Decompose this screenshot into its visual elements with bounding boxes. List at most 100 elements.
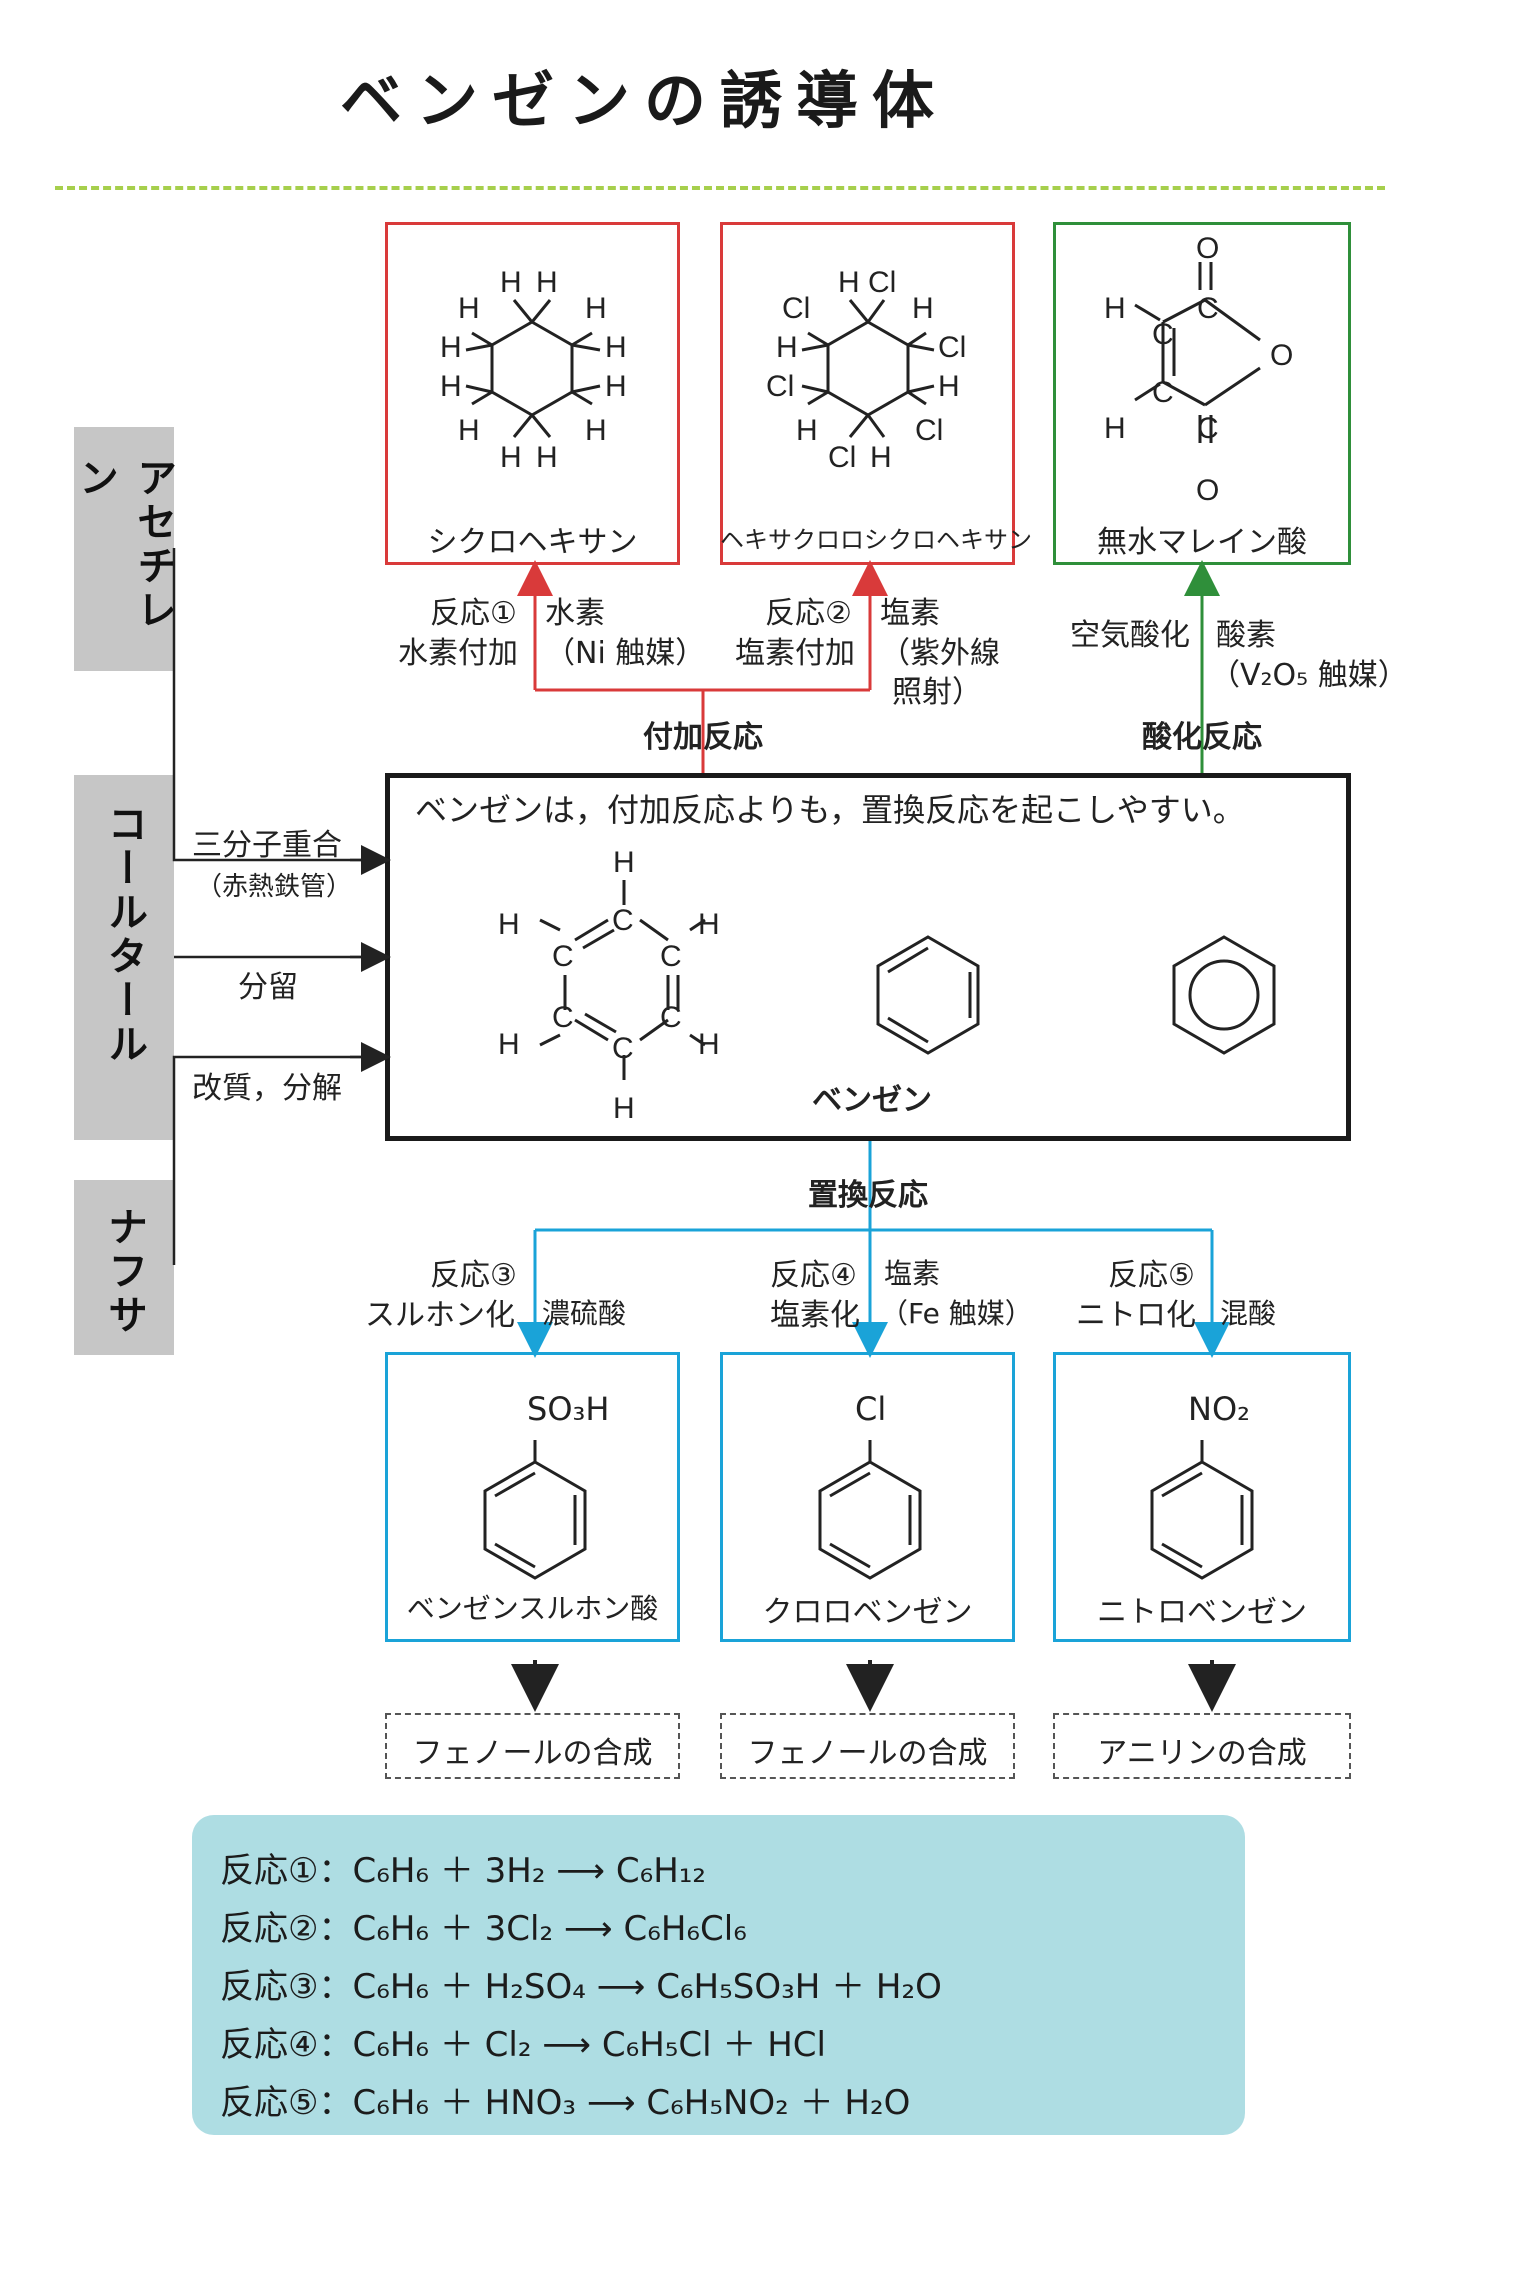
source-naphtha: ナフサ <box>74 1180 174 1355</box>
nitrobenzene-structure <box>1150 1440 1254 1580</box>
product-name-cyclohexane: シクロヘキサン <box>427 525 638 560</box>
source-acetylene-label: アセチレン <box>72 457 176 633</box>
svg-text:H: H <box>498 908 520 941</box>
svg-text:C: C <box>612 904 634 937</box>
equation-panel <box>192 1815 1245 2135</box>
svg-text:H: H <box>536 266 558 299</box>
svg-text:C: C <box>660 940 682 973</box>
svg-text:H: H <box>912 292 934 325</box>
equation-5: 反応⑤：C₆H₆ ＋ HNO₃ ⟶ C₆H₅NO₂ ＋ H₂O <box>220 2083 911 2123</box>
benzene-hexagon-kekule <box>876 935 980 1055</box>
product-box-hexachlorocyclohexane <box>720 222 1015 565</box>
svg-text:Cl: Cl <box>782 292 810 325</box>
svg-text:O: O <box>1196 232 1219 265</box>
naphtha-process: 改質，分解 <box>192 1071 342 1106</box>
svg-text:H: H <box>536 441 558 474</box>
reaction-4-label: 反応④ <box>770 1258 857 1293</box>
product-name-chlorobenzene: クロロベンゼン <box>762 1595 973 1630</box>
svg-text:O: O <box>1196 474 1219 507</box>
addition-connectors <box>517 560 888 773</box>
maleic-anhydride-structure <box>1134 262 1261 443</box>
reaction-4-reagent: 塩素 <box>884 1257 941 1290</box>
oxidation-process: 空気酸化 <box>1070 618 1190 653</box>
reaction-4-process: 塩素化 <box>770 1298 860 1333</box>
reaction-1-condition: （Ni 触媒） <box>545 636 706 671</box>
product-box-maleic-anhydride <box>1053 222 1351 565</box>
reaction-3-process: スルホン化 <box>365 1298 515 1333</box>
svg-text:H: H <box>458 414 480 447</box>
maleic-anhydride-atoms: O H C C O C H C O <box>1104 232 1293 507</box>
reaction-5-label: 反応⑤ <box>1108 1258 1195 1293</box>
product-name-maleic-anhydride: 無水マレイン酸 <box>1097 525 1307 560</box>
sulfonic-group: SO₃H <box>527 1390 610 1428</box>
svg-text:H: H <box>500 441 522 474</box>
svg-text:C: C <box>552 940 574 973</box>
substitution-connectors <box>517 1141 1230 1358</box>
reaction-1-process: 水素付加 <box>398 636 518 671</box>
svg-text:H: H <box>1104 292 1126 325</box>
product-box-cyclohexane <box>385 222 680 565</box>
equation-1: 反応①：C₆H₆ ＋ 3H₂ ⟶ C₆H₁₂ <box>220 1851 707 1891</box>
product-box-chlorobenzene <box>720 1352 1015 1642</box>
svg-text:H: H <box>458 292 480 325</box>
svg-text:H: H <box>440 331 462 364</box>
svg-text:Cl: Cl <box>868 266 896 299</box>
acetylene-condition: （赤熱鉄管） <box>196 872 353 902</box>
next-arrows <box>511 1660 1236 1712</box>
next-box-2 <box>720 1713 1015 1779</box>
coal-tar-process: 分留 <box>238 970 298 1005</box>
benzene-hexagon-circle <box>1172 935 1276 1055</box>
addition-reaction-label: 付加反応 <box>643 720 763 755</box>
next-label-1: フェノールの合成 <box>412 1736 653 1771</box>
product-name-nitrobenzene: ニトロベンゼン <box>1097 1595 1307 1630</box>
svg-text:C: C <box>552 1001 574 1034</box>
chlorobenzene-structure <box>818 1440 922 1580</box>
reaction-4-condition: （Fe 触媒） <box>880 1297 1033 1330</box>
svg-text:Cl: Cl <box>915 414 943 447</box>
reaction-1-reagent: 水素 <box>545 596 605 631</box>
reaction-2-condition: （紫外線 <box>880 636 1000 671</box>
svg-text:H: H <box>796 414 818 447</box>
benzene-name: ベンゼン <box>812 1083 932 1118</box>
svg-text:H: H <box>1104 412 1126 445</box>
benzene-kekule <box>539 880 706 1080</box>
svg-text:H: H <box>498 1028 520 1061</box>
source-acetylene: アセチレン <box>72 427 176 671</box>
reaction-2-condition-2: 照射） <box>892 675 982 710</box>
svg-text:C: C <box>1197 292 1219 325</box>
acetylene-process: 三分子重合 <box>192 828 342 863</box>
reaction-3-reagent: 濃硫酸 <box>542 1297 627 1330</box>
svg-text:Cl: Cl <box>828 441 856 474</box>
reaction-2-label: 反応② <box>765 596 852 631</box>
svg-text:Cl: Cl <box>938 331 966 364</box>
svg-text:H: H <box>698 908 720 941</box>
equation-4: 反応④：C₆H₆ ＋ Cl₂ ⟶ C₆H₅Cl ＋ HCl <box>220 2025 826 2065</box>
svg-text:H: H <box>613 846 635 879</box>
benzene-statement: ベンゼンは，付加反応よりも，置換反応を起こしやすい。 <box>415 791 1245 829</box>
svg-text:H: H <box>605 370 627 403</box>
svg-text:H: H <box>500 266 522 299</box>
svg-text:H: H <box>440 370 462 403</box>
product-name-benzenesulfonic-acid: ベンゼンスルホン酸 <box>406 1592 659 1625</box>
svg-text:C: C <box>612 1032 634 1065</box>
reaction-1-label: 反応① <box>430 596 517 631</box>
cyclohexane-structure <box>465 299 601 438</box>
svg-text:H: H <box>605 331 627 364</box>
next-box-1 <box>385 1713 680 1779</box>
svg-text:H: H <box>870 441 892 474</box>
benzenesulfonic-acid-structure <box>483 1440 587 1580</box>
reaction-2-process: 塩素付加 <box>735 636 855 671</box>
next-label-2: フェノールの合成 <box>747 1736 988 1771</box>
reaction-5-process: ニトロ化 <box>1076 1298 1196 1333</box>
substitution-reaction-label: 置換反応 <box>808 1178 928 1213</box>
reaction-5-reagent: 混酸 <box>1220 1297 1277 1330</box>
next-box-3 <box>1053 1713 1351 1779</box>
svg-text:H: H <box>585 414 607 447</box>
hexachlorocyclohexane-structure <box>801 299 935 438</box>
svg-text:H: H <box>776 331 798 364</box>
oxidation-condition: （V₂O₅ 触媒） <box>1210 658 1408 693</box>
